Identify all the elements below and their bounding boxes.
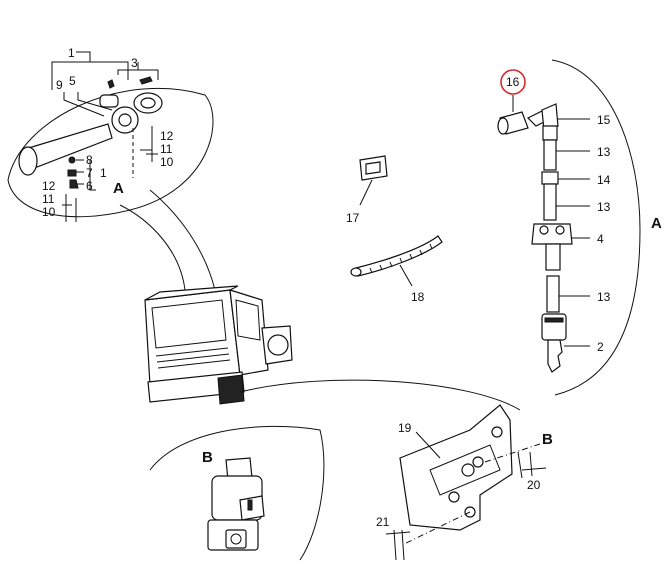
horn-bell: [18, 146, 38, 176]
callout-5: 5: [69, 74, 76, 88]
callout-9: 9: [56, 78, 63, 92]
callout-17: 17: [346, 211, 360, 225]
callout-3: 3: [131, 56, 138, 70]
callout-8: 8: [86, 153, 93, 167]
callout-13c: 13: [597, 290, 611, 304]
clip-17-group: 17: [346, 155, 388, 225]
callout-1: 1: [68, 46, 75, 60]
callout-12b: 12: [42, 179, 56, 193]
callout-12a: 12: [160, 129, 174, 143]
callout-14: 14: [597, 173, 611, 187]
mounting-bracket-group: 19 20 21 B: [376, 404, 553, 561]
horn-detail-group: 1 3 9 5 12 11 10 8 7 6 1 12 11 10 A: [7, 46, 214, 222]
callout-13a: 13: [597, 145, 611, 159]
callout-15: 15: [597, 113, 611, 127]
horn-gasket: [99, 94, 119, 108]
callout-18: 18: [411, 290, 425, 304]
truck-cab-illustration: [119, 189, 521, 411]
callout-2: 2: [597, 340, 604, 354]
callout-6: 6: [86, 179, 93, 193]
callout-10a: 10: [160, 155, 174, 169]
callout-19: 19: [398, 421, 412, 435]
callout-11a: 11: [160, 142, 173, 156]
view-label-b-left: B: [202, 449, 213, 466]
view-label-a-right: A: [651, 215, 662, 232]
callout-1b: 1: [100, 166, 107, 180]
solenoid-valve-group: B: [149, 425, 325, 561]
callout-7: 7: [86, 166, 93, 180]
view-label-a-left: A: [113, 180, 124, 197]
callout-16-highlight-circle: [500, 69, 526, 95]
cable-tie-18-group: 18: [350, 235, 443, 304]
callout-11b: 11: [42, 192, 55, 206]
callout-21: 21: [376, 515, 390, 529]
pneumatic-assembly-group: 16 15 13 14 13 4 13 2 A: [497, 59, 662, 396]
callout-4: 4: [597, 232, 604, 246]
callout-13b: 13: [597, 200, 611, 214]
view-label-b-right: B: [542, 431, 553, 448]
callout-10b: 10: [42, 205, 56, 219]
callout-20: 20: [527, 478, 541, 492]
callout-16: 16: [506, 75, 520, 89]
